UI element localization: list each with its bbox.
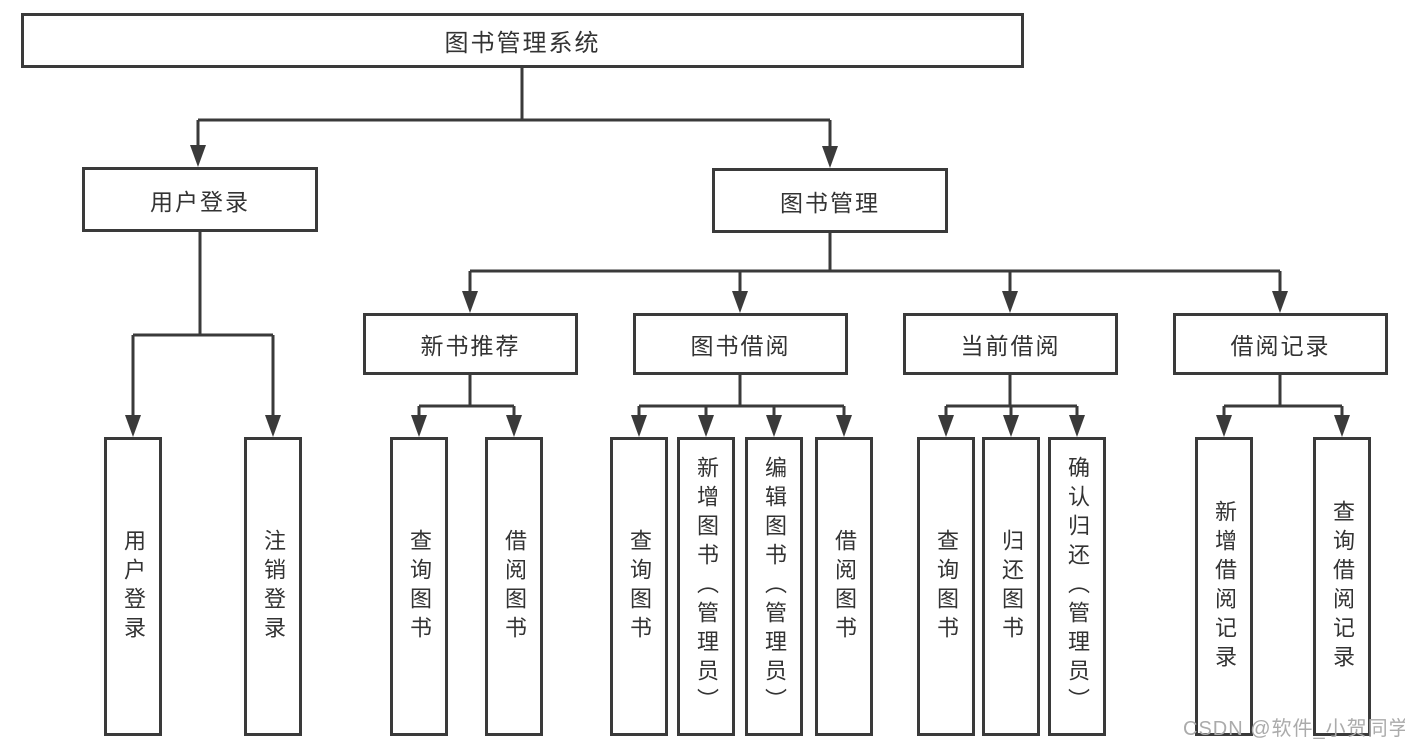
connector-new-book-recommend-to-leaves: [411, 375, 522, 437]
node-book-management: 图书管理: [712, 168, 948, 233]
connector-user-login-to-leaves: [125, 232, 281, 437]
leaf-return-books: 归还图书: [982, 437, 1040, 736]
leaf-query-borrow-record: 查询借阅记录: [1313, 437, 1371, 736]
node-new-book-recommend: 新书推荐: [363, 313, 578, 375]
leaf-add-books-admin: 新增图书（管理员）: [677, 437, 735, 736]
leaf-query-books-current: 查询图书: [917, 437, 975, 736]
connector-book-management-to-level2: [462, 233, 1288, 313]
node-current-borrowing: 当前借阅: [903, 313, 1118, 375]
leaf-query-books-recommend: 查询图书: [390, 437, 448, 736]
leaf-confirm-return-admin: 确认归还（管理员）: [1048, 437, 1106, 736]
leaf-query-books-borrowing: 查询图书: [610, 437, 668, 736]
csdn-watermark: CSDN @软件_小贺同学: [1183, 718, 1405, 740]
connector-borrowing-records-to-leaves: [1216, 375, 1350, 437]
node-user-login: 用户登录: [82, 167, 318, 232]
leaf-borrow-books-recommend: 借阅图书: [485, 437, 543, 736]
leaf-borrow-books-borrowing: 借阅图书: [815, 437, 873, 736]
connector-book-borrowing-to-leaves: [631, 375, 852, 437]
leaf-edit-books-admin: 编辑图书（管理员）: [745, 437, 803, 736]
leaf-user-login: 用户登录: [104, 437, 162, 736]
connector-root-to-level1: [190, 68, 838, 168]
leaf-logout: 注销登录: [244, 437, 302, 736]
node-borrowing-records: 借阅记录: [1173, 313, 1388, 375]
node-root-book-management-system: 图书管理系统: [21, 13, 1024, 68]
node-book-borrowing: 图书借阅: [633, 313, 848, 375]
leaf-add-borrow-record: 新增借阅记录: [1195, 437, 1253, 736]
connector-current-borrowing-to-leaves: [938, 375, 1085, 437]
